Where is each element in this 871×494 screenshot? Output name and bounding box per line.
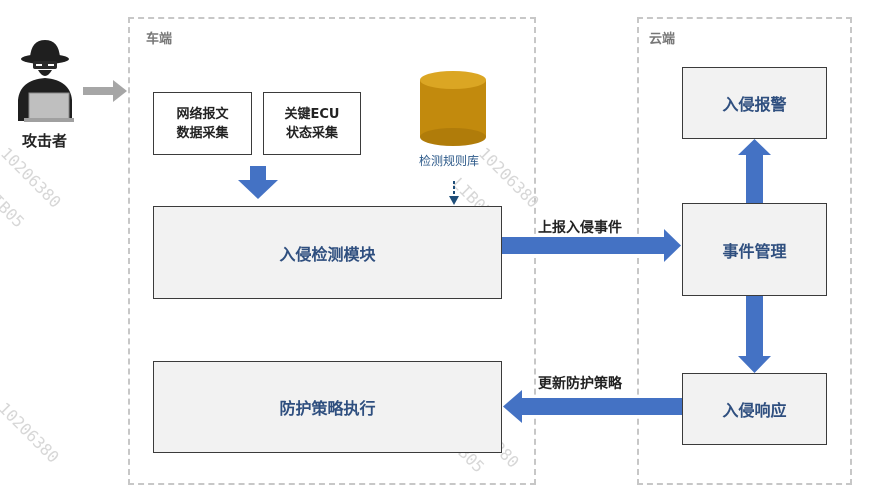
policy-exec-box: 防护策略执行	[153, 361, 502, 453]
update-arrow	[503, 390, 682, 423]
response-down-arrow	[738, 296, 771, 373]
policy-exec-label: 防护策略执行	[279, 399, 376, 418]
ecu-collection-box: 关键ECU 状态采集	[263, 92, 361, 155]
hacker-icon	[18, 40, 74, 122]
attacker-label: 攻击者	[22, 132, 68, 150]
event-mgmt-label: 事件管理	[722, 241, 787, 261]
response-label: 入侵响应	[722, 401, 787, 420]
vehicle-zone-label: 车端	[146, 32, 173, 47]
rules-dotted-arrow	[449, 181, 459, 205]
alarm-up-arrow	[738, 139, 771, 203]
detection-module-box: 入侵检测模块	[153, 206, 502, 299]
detection-module-label: 入侵检测模块	[279, 244, 376, 264]
report-arrow	[502, 229, 681, 262]
database-icon	[420, 71, 486, 146]
alarm-box: 入侵报警	[682, 67, 827, 139]
rules-db-label: 检测规则库	[419, 154, 480, 168]
network-collection-box: 网络报文 数据采集	[153, 92, 252, 155]
network-collection-label: 网络报文 数据采集	[176, 106, 229, 141]
attacker-arrow	[83, 80, 127, 102]
event-mgmt-box: 事件管理	[682, 203, 827, 296]
response-box: 入侵响应	[682, 373, 827, 445]
report-label: 上报入侵事件	[538, 220, 622, 236]
update-label: 更新防护策略	[538, 376, 622, 392]
ecu-collection-label: 关键ECU 状态采集	[284, 106, 340, 141]
collect-down-arrow	[238, 166, 278, 199]
alarm-label: 入侵报警	[722, 95, 787, 114]
cloud-zone-label: 云端	[649, 32, 676, 47]
